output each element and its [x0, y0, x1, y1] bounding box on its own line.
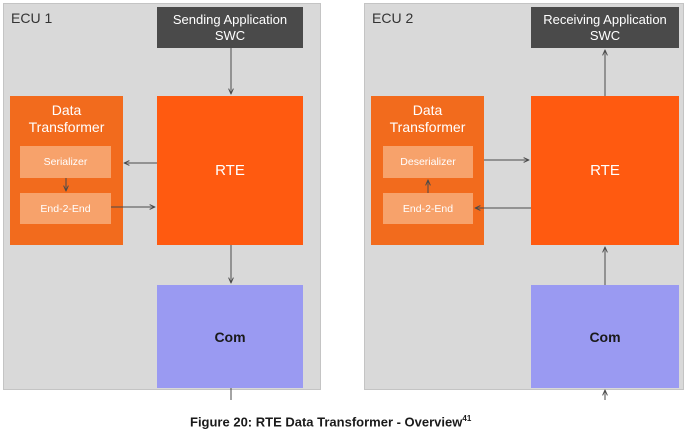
ecu1-com: Com: [157, 285, 303, 388]
ecu1-rte: RTE: [157, 96, 303, 245]
ecu2-label: ECU 2: [372, 10, 414, 26]
caption-footnote: 41: [462, 414, 472, 423]
ecu2-transformer-title: Data Transformer: [389, 102, 466, 135]
ecu1-sending-swc: Sending Application SWC: [157, 7, 303, 48]
ecu1-end-to-end: End-2-End: [20, 193, 111, 224]
ecu2-deserializer: Deserializer: [383, 146, 473, 178]
caption-text: Figure 20: RTE Data Transformer - Overvi…: [190, 414, 463, 430]
ecu2-end-to-end: End-2-End: [383, 193, 473, 224]
ecu1-transformer-title: Data Transformer: [28, 102, 105, 135]
figure-caption: Figure 20: RTE Data Transformer - Overvi…: [190, 414, 471, 429]
ecu1-label: ECU 1: [11, 10, 53, 26]
ecu2-receiving-swc: Receiving Application SWC: [531, 7, 679, 48]
ecu2-com: Com: [531, 285, 679, 388]
ecu1-serializer: Serializer: [20, 146, 111, 178]
ecu2-rte: RTE: [531, 96, 679, 245]
